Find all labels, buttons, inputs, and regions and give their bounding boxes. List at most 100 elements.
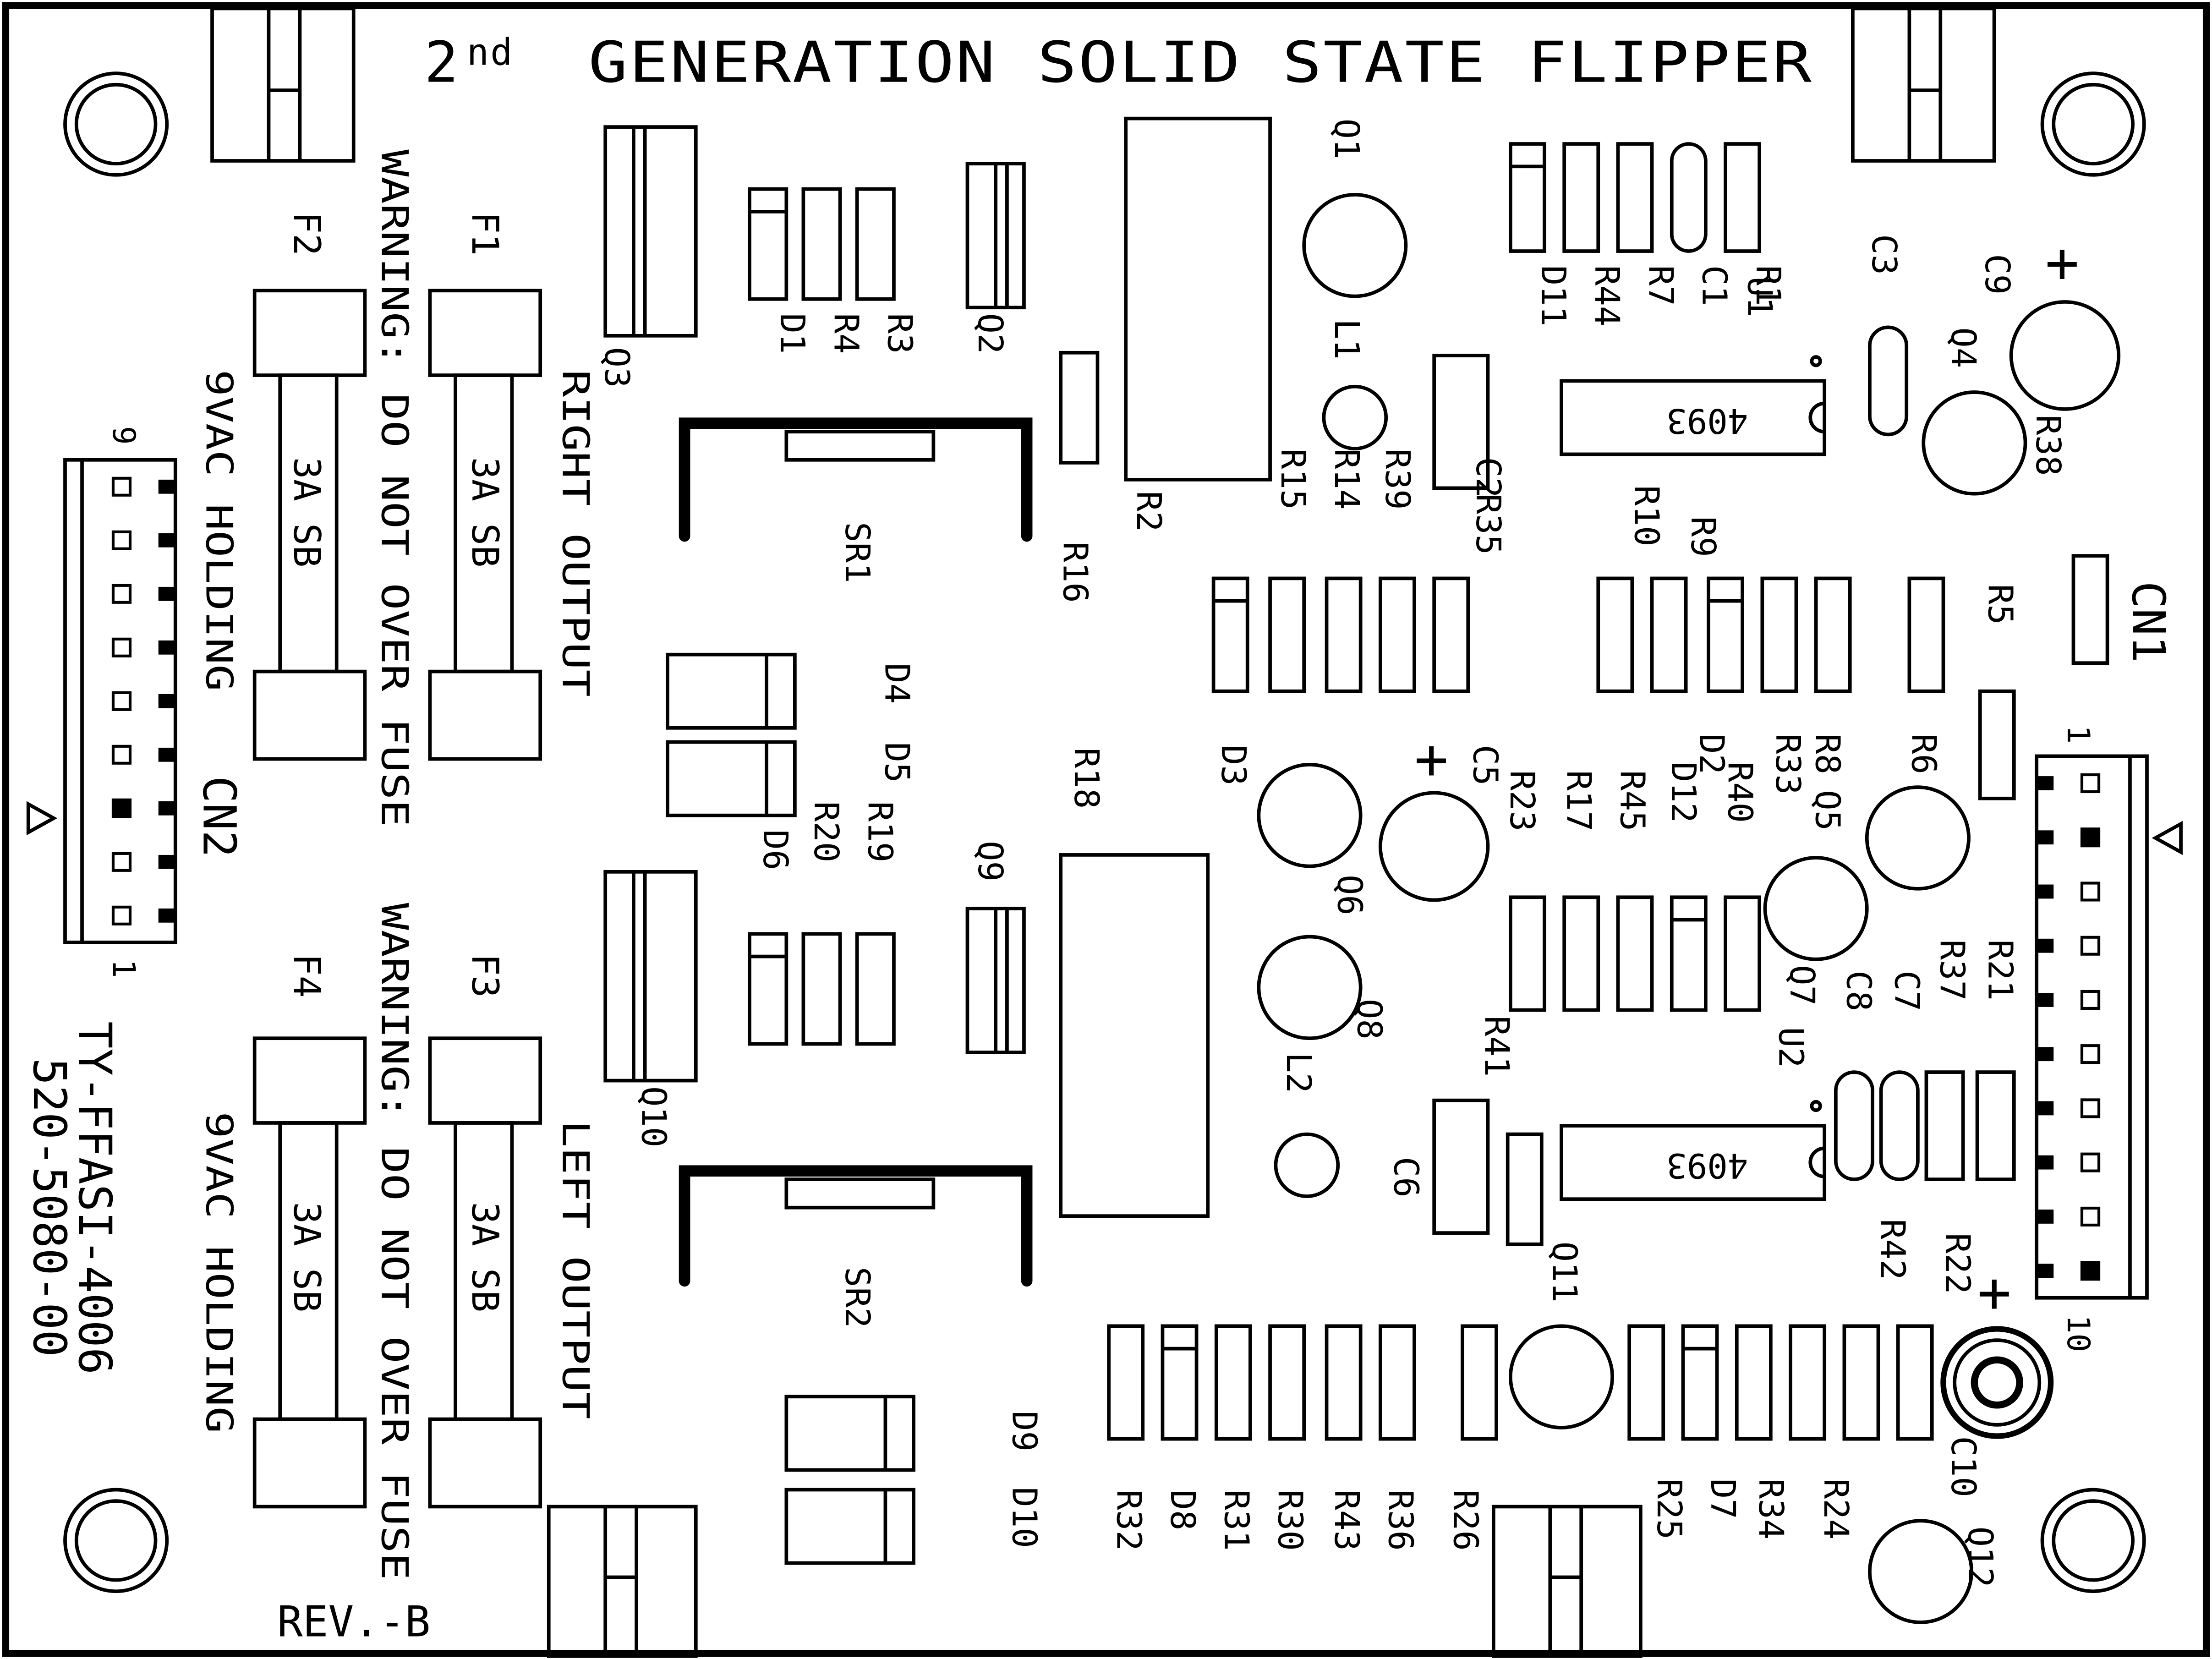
cn1-pin-tab bbox=[2037, 830, 2054, 845]
ic-u2-part: 4093 bbox=[1666, 1146, 1748, 1185]
label-r24: R24 bbox=[1816, 1478, 1856, 1539]
label-c8: C8 bbox=[1839, 970, 1878, 1011]
c8-c7-r37-r21-group bbox=[1834, 1070, 2016, 1181]
cn2-pin-tab bbox=[158, 533, 175, 548]
cn2-pin bbox=[111, 530, 132, 550]
label-q7: Q7 bbox=[1782, 965, 1822, 1006]
cn2-pin-tab bbox=[158, 854, 175, 869]
capacitor-c5 bbox=[1379, 791, 1490, 902]
label-r25: R25 bbox=[1649, 1478, 1689, 1539]
d11-r44-r7-group bbox=[1509, 142, 1762, 253]
capacitor-c9 bbox=[2009, 300, 2121, 411]
heatsink-tab-top-left bbox=[210, 6, 356, 163]
label-r45: R45 bbox=[1613, 770, 1652, 831]
label-r35: R35 bbox=[1468, 494, 1508, 555]
fuse-f3 bbox=[428, 1036, 542, 1509]
ic-u1-ref: U1 bbox=[1740, 277, 1779, 318]
label-r36: R36 bbox=[1380, 1490, 1420, 1551]
label-r5: R5 bbox=[1980, 584, 2020, 625]
cn1-pin bbox=[2080, 1261, 2101, 1281]
transistor-q6 bbox=[1257, 763, 1363, 868]
label-d12: D12 bbox=[1664, 762, 1703, 823]
label-q9: Q9 bbox=[970, 841, 1010, 882]
label-q12: Q12 bbox=[1960, 1527, 2000, 1588]
cn2-pin-tab bbox=[158, 801, 175, 816]
cn1-pin bbox=[2080, 827, 2101, 848]
label-r43: R43 bbox=[1327, 1490, 1366, 1551]
label-d6: D6 bbox=[756, 830, 795, 871]
label-q5: Q5 bbox=[1808, 790, 1847, 831]
transistor-q5 bbox=[1865, 785, 1971, 891]
label-q10: Q10 bbox=[634, 1086, 673, 1147]
d1-r4-r3-group bbox=[748, 187, 896, 301]
cn2-label: CN2 bbox=[192, 776, 245, 857]
cn2-pin bbox=[111, 798, 132, 818]
cn1-pin bbox=[2080, 1044, 2101, 1064]
ic-u2-ref: U2 bbox=[1771, 1027, 1810, 1068]
cn2-pin bbox=[111, 905, 132, 925]
diode-d10 bbox=[784, 1488, 916, 1565]
label-q8: Q8 bbox=[1349, 999, 1389, 1040]
label-q11: Q11 bbox=[1544, 1242, 1584, 1303]
transistor-q9 bbox=[965, 907, 1026, 1054]
heatsink-tab-top-right bbox=[1851, 6, 1996, 163]
label-d9: D9 bbox=[1004, 1411, 1044, 1451]
label-r41: R41 bbox=[1477, 1016, 1516, 1077]
heatsink-tab-bottom-left bbox=[547, 1505, 698, 1658]
cn1-pin-last-label: 10 bbox=[2060, 1315, 2097, 1352]
resistor-r16 bbox=[1059, 350, 1100, 465]
label-q3: Q3 bbox=[597, 347, 636, 388]
cn2-pin bbox=[111, 637, 132, 657]
transistor-q11 bbox=[1509, 1324, 1614, 1429]
label-r7: R7 bbox=[1641, 265, 1680, 306]
inductor-l1 bbox=[1322, 384, 1388, 450]
fuse-f3-rating: 3A SB bbox=[464, 1202, 506, 1312]
transistor-q10 bbox=[603, 870, 698, 1083]
label-d10: D10 bbox=[1004, 1487, 1044, 1548]
cn2-pin bbox=[111, 745, 132, 765]
label-d8: D8 bbox=[1163, 1490, 1202, 1531]
cn2-pin-tab bbox=[158, 479, 175, 494]
label-r6: R6 bbox=[1904, 734, 1944, 774]
label-d7: D7 bbox=[1703, 1478, 1742, 1519]
label-r42: R42 bbox=[1873, 1219, 1912, 1280]
cn1-pin bbox=[2080, 1098, 2101, 1118]
cn1-pin-tab bbox=[2037, 776, 2054, 790]
connector-cn2 bbox=[63, 458, 177, 944]
cn1-pin-tab bbox=[2037, 938, 2054, 953]
label-r33: R33 bbox=[1768, 734, 1807, 794]
connector-cn1 bbox=[2035, 754, 2149, 1300]
cn1-pin bbox=[2080, 1206, 2101, 1226]
title-superscript: nd bbox=[467, 31, 514, 74]
d6-r20-r19-group bbox=[748, 932, 896, 1046]
label-q2: Q2 bbox=[970, 313, 1010, 354]
capacitor-c10 bbox=[1940, 1326, 2054, 1439]
transistor-q7 bbox=[1763, 856, 1869, 961]
resistor-r41 bbox=[1506, 1132, 1544, 1246]
fuse-f1-ref: F1 bbox=[464, 212, 506, 256]
label-c3: C3 bbox=[1864, 234, 1904, 275]
mounting-hole-tl bbox=[63, 71, 169, 177]
label-r37: R37 bbox=[1932, 940, 1971, 1001]
cn1-pin bbox=[2080, 990, 2101, 1010]
capacitor-c2 bbox=[1432, 354, 1490, 490]
label-r10: R10 bbox=[1626, 485, 1666, 546]
mounting-hole-br bbox=[2040, 1488, 2146, 1593]
cn2-pin-last-label: 9 bbox=[106, 426, 142, 445]
label-c1: C1 bbox=[1695, 265, 1734, 306]
plus-c10: + bbox=[1977, 1260, 2011, 1326]
label-r18: R18 bbox=[1067, 748, 1106, 809]
cn1-pin-tab bbox=[2037, 884, 2054, 899]
label-d11: D11 bbox=[1533, 265, 1573, 326]
part-number-2: 520-5080-00 bbox=[23, 1058, 76, 1357]
label-c2: C2 bbox=[1468, 457, 1508, 498]
label-r31: R31 bbox=[1216, 1490, 1256, 1551]
sr2-bracket bbox=[679, 1165, 1033, 1287]
resistor-row-upper bbox=[1211, 554, 2109, 800]
label-q4: Q4 bbox=[1944, 327, 1983, 368]
capacitor-c3 bbox=[1868, 325, 1909, 437]
cn2-pin-tab bbox=[158, 908, 175, 923]
left-output-label: LEFT OUTPUT bbox=[554, 1120, 597, 1419]
